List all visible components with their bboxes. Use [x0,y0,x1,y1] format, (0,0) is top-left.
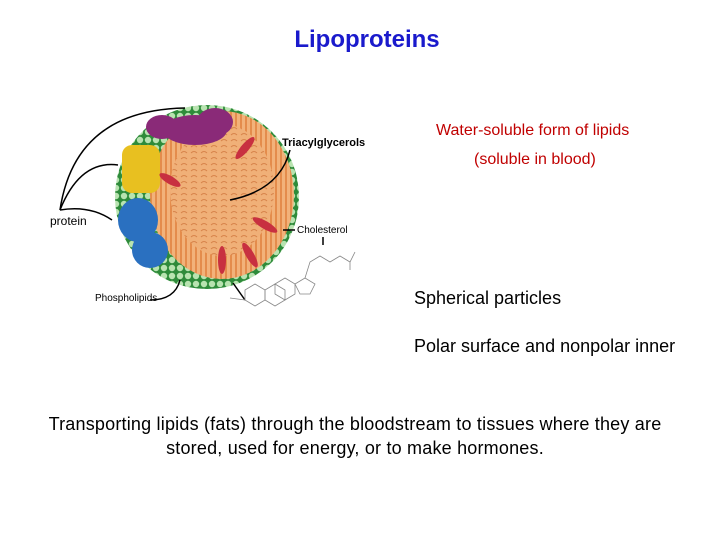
polar-text: Polar surface and nonpolar inner [414,336,676,356]
summary-text: Transporting lipids (fats) through the b… [48,414,662,458]
triacylglycerols-label: Triacylglycerols [282,137,366,149]
triacylglycerol-core [170,124,274,256]
purple-protein [146,108,233,145]
yellow-protein [122,145,160,193]
soluble-blood-text: (soluble in blood) [474,151,596,168]
page-title: Lipoproteins [294,26,440,53]
cholesterol-label: Cholesterol [297,225,348,236]
spherical-text: Spherical particles [414,288,562,308]
water-soluble-text: Water-soluble form of lipids [436,122,630,139]
cholesterol-molecules [159,136,278,274]
blue-protein [118,198,168,268]
protein-label: protein [50,214,87,228]
cholesterol-structure [229,251,356,307]
phospholipids-label: Phospholipids [95,293,158,304]
arrows [59,107,324,301]
